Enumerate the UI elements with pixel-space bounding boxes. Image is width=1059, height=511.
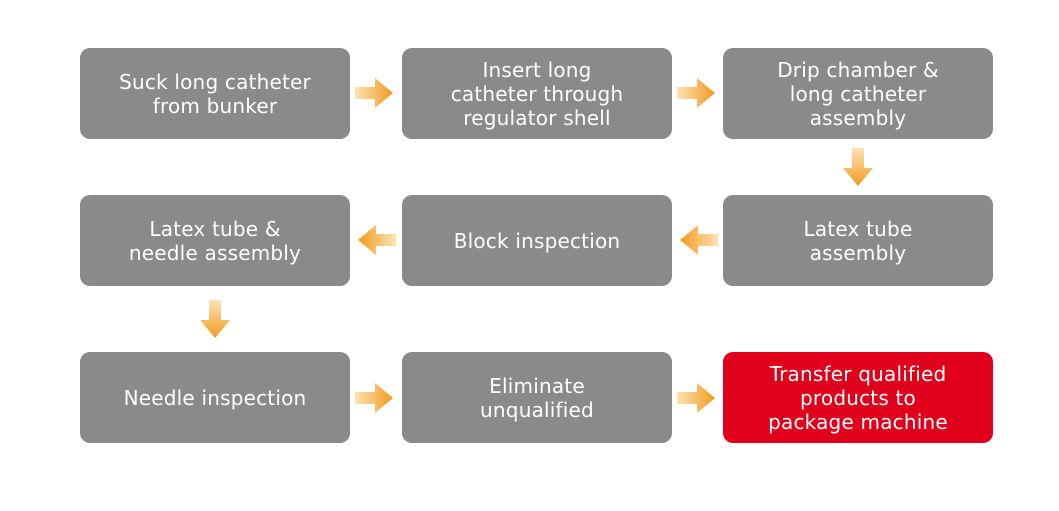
step-latex-tube-needle-assembly: Latex tube & needle assembly <box>80 195 350 286</box>
step-latex-tube-assembly: Latex tube assembly <box>723 195 993 286</box>
arrow-right-icon <box>675 376 719 420</box>
step-label: Block inspection <box>453 228 621 253</box>
step-eliminate-unqualified: Eliminate unqualified <box>402 352 672 443</box>
step-drip-chamber-assembly: Drip chamber & long catheter assembly <box>723 48 993 139</box>
arrow-right-icon <box>353 376 397 420</box>
step-block-inspection: Block inspection <box>402 195 672 286</box>
step-label: Transfer qualified products to package m… <box>768 361 948 434</box>
step-label: Latex tube & needle assembly <box>128 216 302 265</box>
arrow-right-icon <box>675 71 719 115</box>
arrow-down-icon <box>193 298 237 342</box>
arrow-left-icon <box>354 218 398 262</box>
arrow-down-icon <box>836 146 880 190</box>
step-label: Suck long catheter from bunker <box>119 69 311 118</box>
step-suck-long-catheter: Suck long catheter from bunker <box>80 48 350 139</box>
arrow-right-icon <box>353 71 397 115</box>
step-label: Latex tube assembly <box>803 216 913 265</box>
arrow-left-icon <box>676 218 720 262</box>
step-label: Eliminate unqualified <box>480 373 594 422</box>
step-label: Insert long catheter through regulator s… <box>450 57 624 130</box>
step-label: Needle inspection <box>123 385 307 410</box>
step-transfer-qualified-products: Transfer qualified products to package m… <box>723 352 993 443</box>
step-label: Drip chamber & long catheter assembly <box>777 57 939 130</box>
step-insert-long-catheter: Insert long catheter through regulator s… <box>402 48 672 139</box>
step-needle-inspection: Needle inspection <box>80 352 350 443</box>
